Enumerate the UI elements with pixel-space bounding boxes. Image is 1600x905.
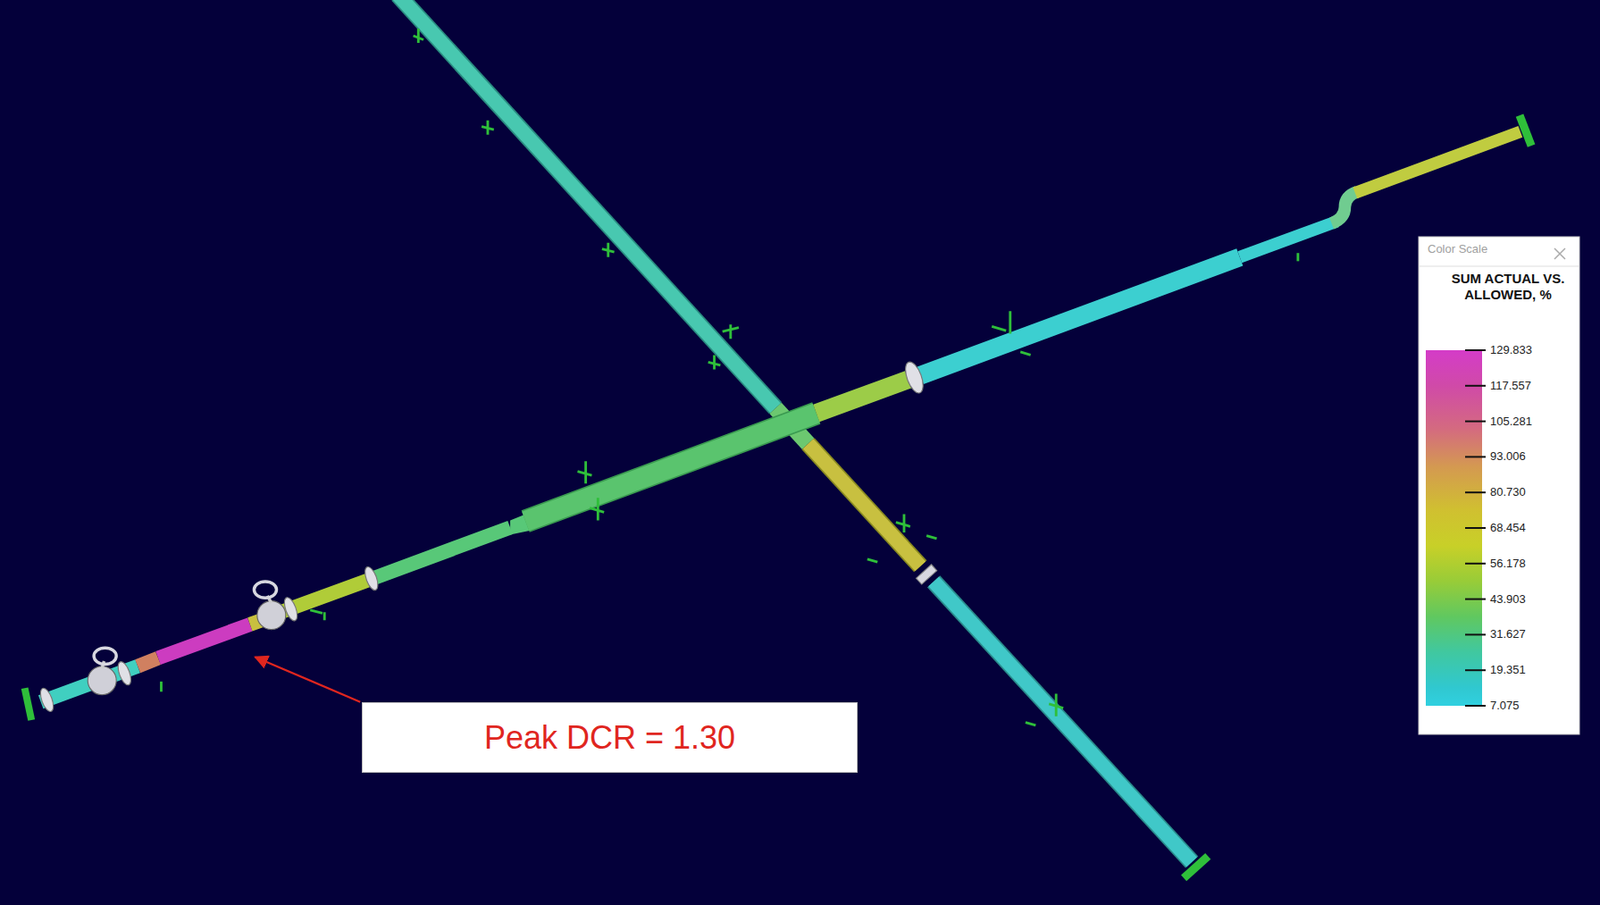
scale-value: 93.006 xyxy=(1490,449,1526,463)
main-pipe xyxy=(21,113,1536,721)
scale-value: 7.075 xyxy=(1490,698,1520,713)
scale-ticks xyxy=(1465,350,1486,706)
scale-heading: SUM ACTUAL VS. ALLOWED, % xyxy=(1432,261,1584,303)
scale-value: 117.557 xyxy=(1490,378,1532,393)
callout-box: Peak DCR = 1.30 xyxy=(361,702,858,773)
scale-value: 68.454 xyxy=(1490,520,1526,535)
scale-value: 31.627 xyxy=(1490,627,1526,641)
scale-value: 43.903 xyxy=(1490,592,1526,606)
scale-value: 19.351 xyxy=(1490,662,1526,677)
callout-text: Peak DCR = 1.30 xyxy=(484,718,736,757)
color-scale-panel xyxy=(1418,236,1580,735)
leader-arrow xyxy=(255,656,361,702)
valve-symbol xyxy=(87,647,134,696)
piping-model xyxy=(21,0,1536,881)
scale-value: 80.730 xyxy=(1490,485,1526,499)
scale-value: 105.281 xyxy=(1490,414,1533,428)
valve-symbol xyxy=(253,581,300,630)
close-icon xyxy=(1554,248,1566,260)
panel-title: Color Scale xyxy=(1418,236,1598,262)
scale-value: 56.178 xyxy=(1490,556,1526,570)
scale-value: 129.833 xyxy=(1490,343,1533,357)
color-scale-panel-text: Color ScaleSUM ACTUAL VS. ALLOWED, % xyxy=(1418,236,1598,344)
support-symbols xyxy=(160,28,1298,726)
